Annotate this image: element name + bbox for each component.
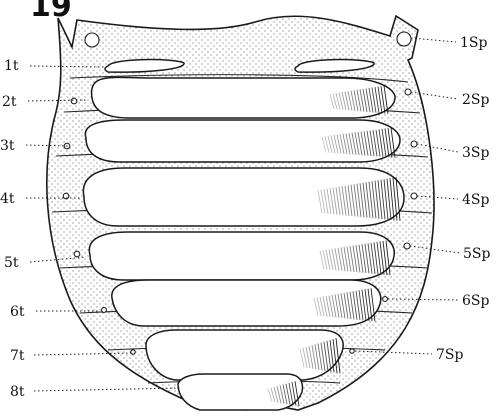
label-3t: 3t	[0, 138, 15, 154]
anterior-spot-right	[397, 32, 411, 46]
tergite-6-plate	[112, 280, 381, 326]
label-4sp: 4Sp	[462, 192, 489, 208]
label-4t: 4t	[0, 191, 15, 207]
label-2sp: 2Sp	[462, 92, 489, 108]
label-3sp: 3Sp	[462, 145, 489, 161]
label-5t: 5t	[4, 255, 19, 271]
tergite-3-plate	[85, 120, 400, 162]
tergite-8-plate	[178, 374, 302, 410]
label-7sp: 7Sp	[436, 347, 463, 363]
label-6sp: 6Sp	[462, 293, 489, 309]
label-5sp: 5Sp	[463, 246, 490, 262]
label-8t: 8t	[10, 384, 25, 400]
label-1sp: 1Sp	[460, 35, 487, 51]
spiracle-labels: 1Sp 2Sp 3Sp 4Sp 5Sp 6Sp 7Sp	[436, 35, 490, 363]
label-7t: 7t	[10, 348, 25, 364]
label-6t: 6t	[10, 304, 25, 320]
anterior-spot-left	[85, 33, 99, 47]
label-1t: 1t	[4, 58, 19, 74]
figure-number: 19	[30, 0, 72, 24]
label-2t: 2t	[2, 94, 17, 110]
tergite-labels: 1t 2t 3t 4t 5t 6t 7t 8t	[0, 58, 25, 400]
